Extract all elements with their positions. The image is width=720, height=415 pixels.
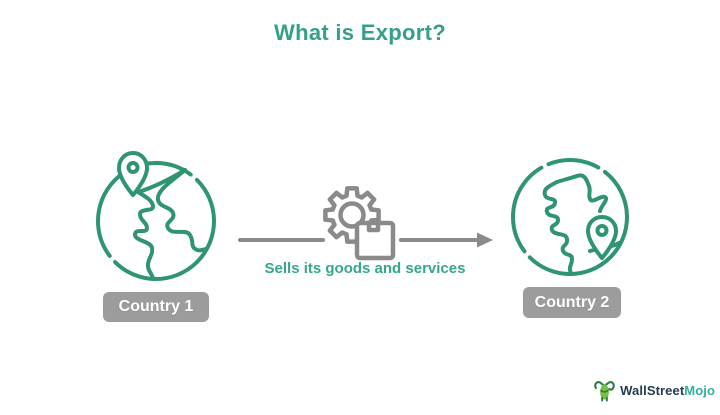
logo-text-accent: Mojo bbox=[684, 382, 715, 398]
globe-with-location-pin-icon bbox=[511, 158, 629, 276]
export-process-graphic bbox=[238, 186, 493, 261]
country-2-label: Country 2 bbox=[534, 293, 610, 311]
package-box-icon bbox=[354, 220, 396, 261]
diagram-title: What is Export? bbox=[274, 20, 446, 45]
country-1-badge: Country 1 bbox=[103, 292, 209, 322]
wallstreetmojo-wordmark: WallStreetMojo bbox=[620, 383, 715, 398]
process-caption: Sells its goods and services bbox=[264, 260, 466, 277]
globe-with-location-pin-icon bbox=[96, 151, 216, 281]
country-2-badge: Country 2 bbox=[523, 287, 621, 318]
logo-text-primary: WallStreet bbox=[620, 382, 685, 398]
country-1-label: Country 1 bbox=[118, 298, 194, 315]
wallstreetmojo-bull-icon bbox=[594, 381, 615, 402]
gear-icon bbox=[323, 186, 396, 261]
arrow-right-icon bbox=[399, 232, 493, 248]
wallstreetmojo-logo: WallStreetMojo bbox=[593, 378, 715, 402]
